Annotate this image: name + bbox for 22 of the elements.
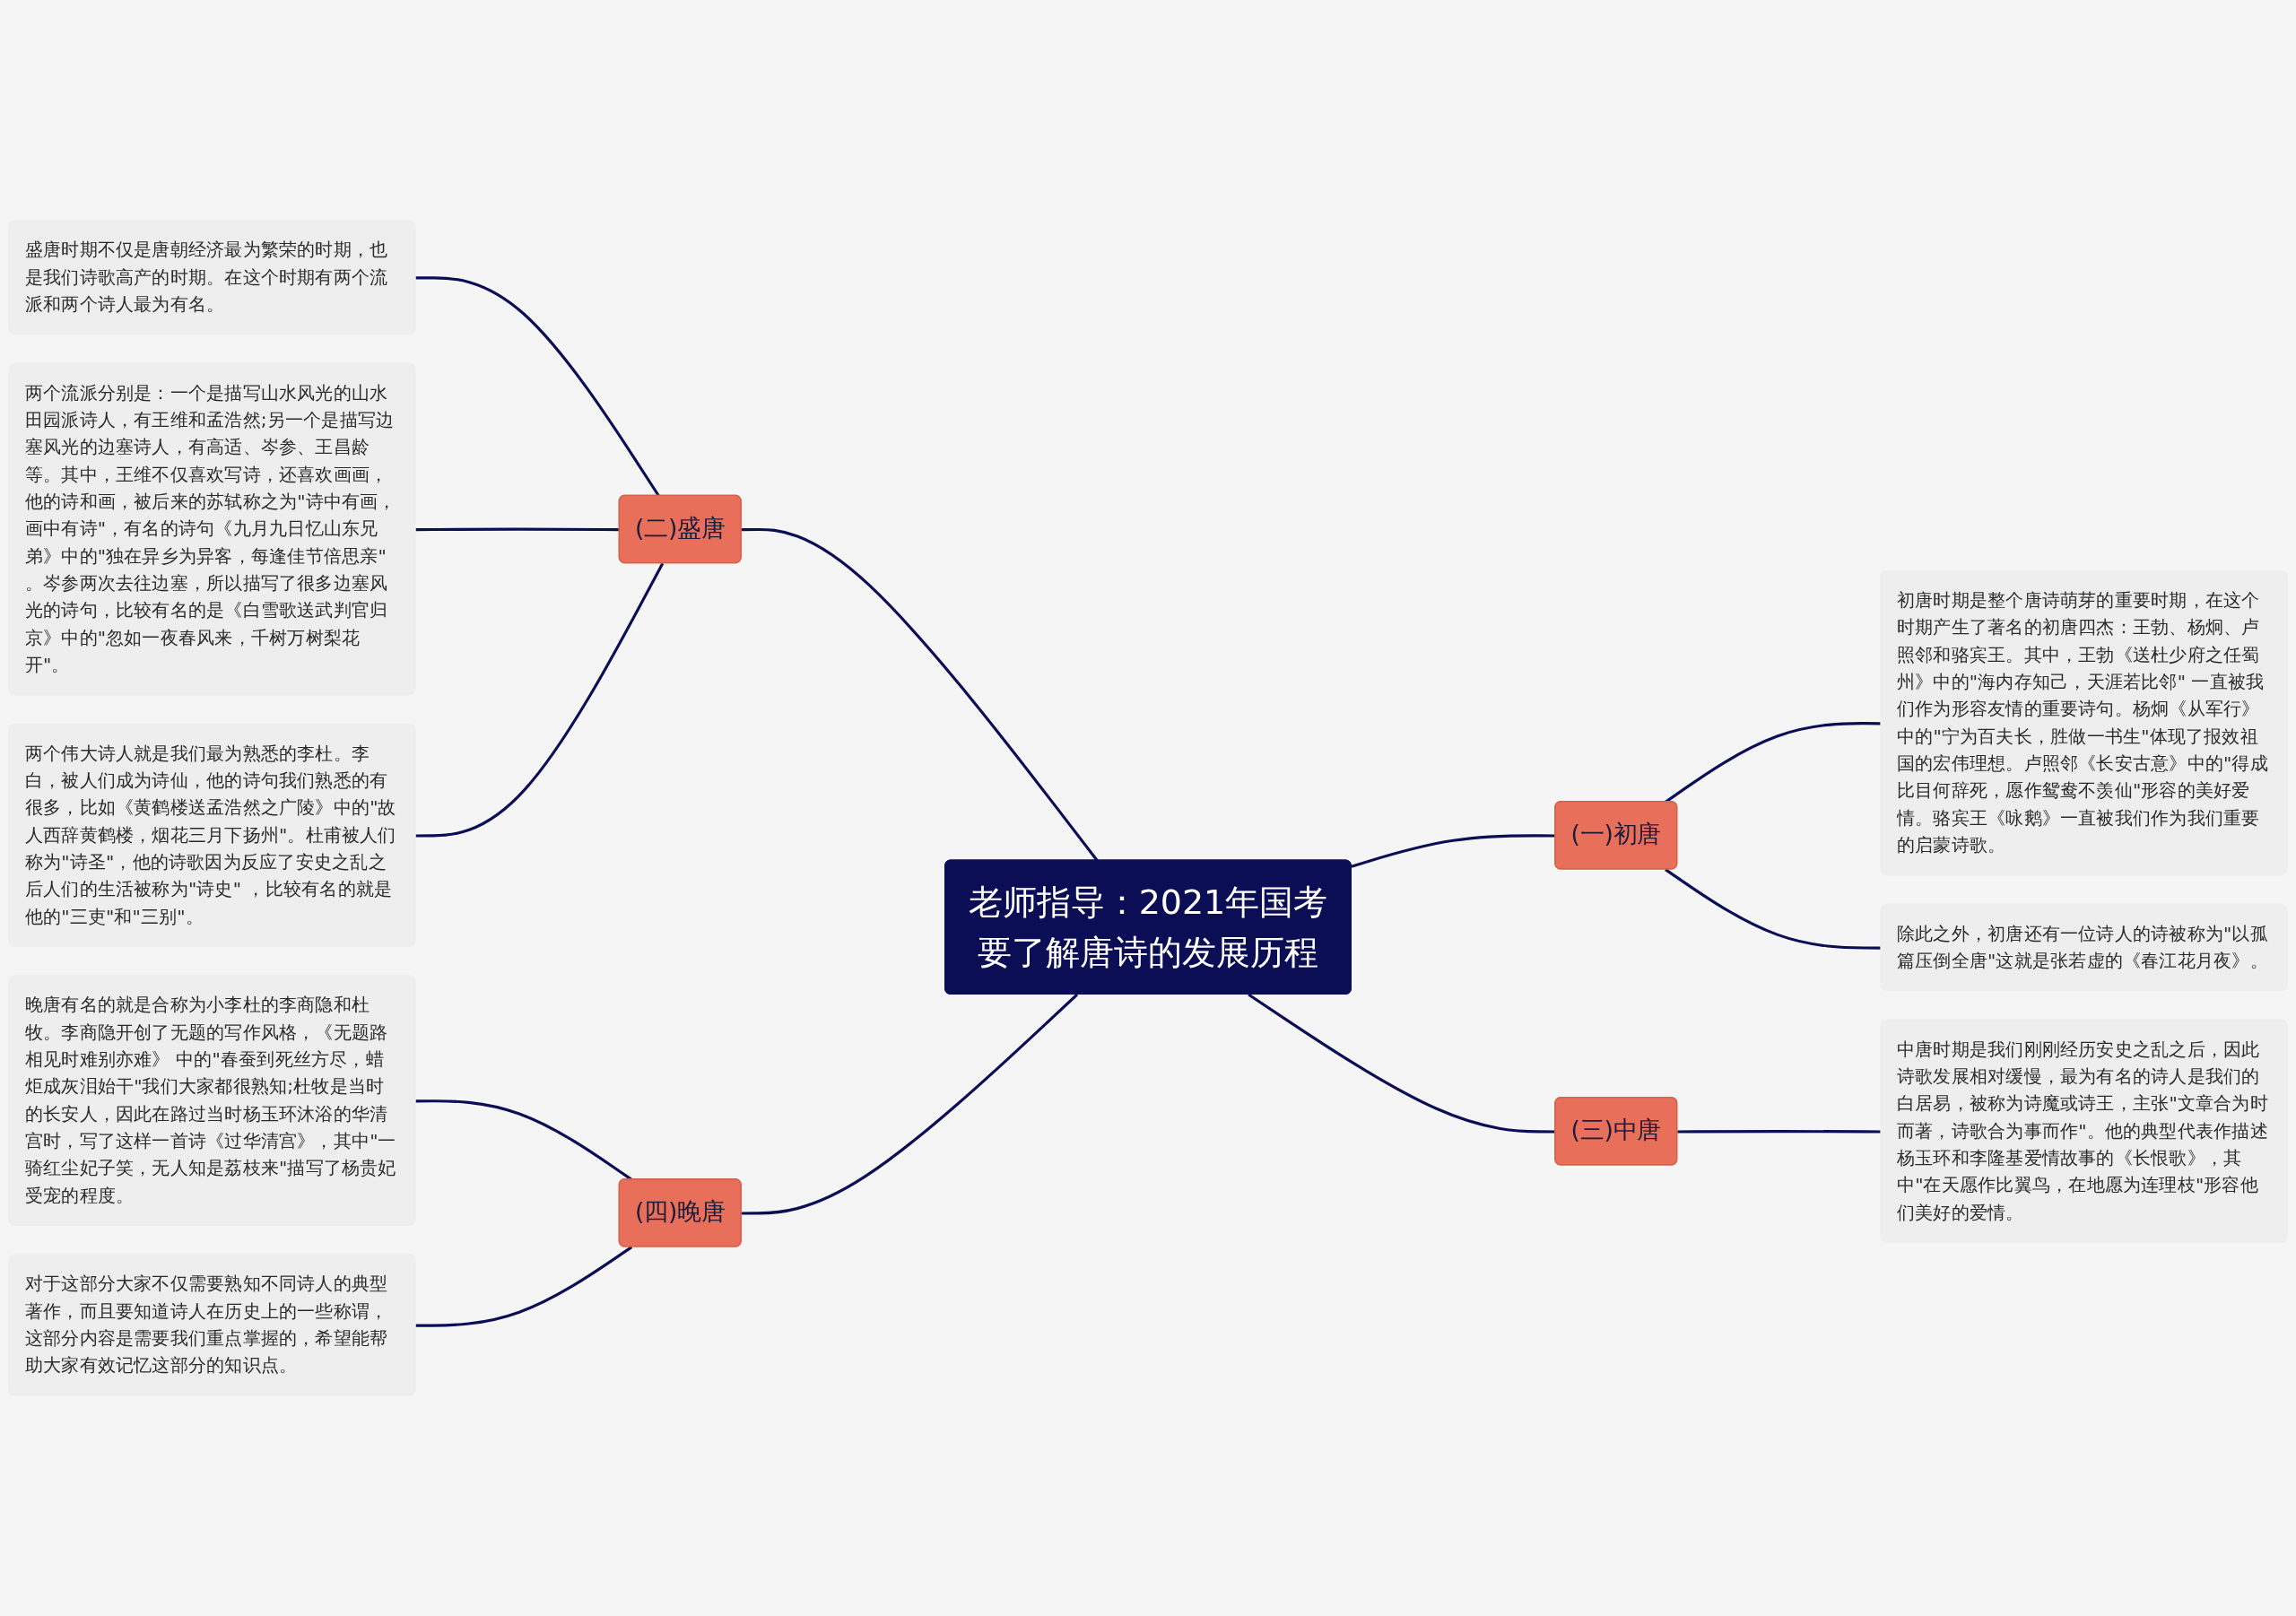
- central-topic-box: 老师指导：2021年国考要了解唐诗的发展历程: [944, 859, 1352, 995]
- connector-line: [1665, 722, 1882, 804]
- note-card: 晚唐有名的就是合称为小李杜的李商隐和杜牧。李商隐开创了无题的写作风格，《无题路相见时难别亦难》 中的"春蚕到死丝方尽，蜡炬成灰泪始干"我们大家都很熟知;杜牧是当时的长安人，因此在路过当时杨玉环沐浴的华清宫时，写了这样一首诗《过华清宫》，其中"一骑红尘妃子笑，无人知是荔枝来"描写了杨贵妃受宠的程度。: [8, 975, 416, 1226]
- connector-line: [1665, 868, 1882, 950]
- note-card: 盛唐时期不仅是唐朝经济最为繁荣的时期，也是我们诗歌高产的时期。在这个时期有两个流派和两个诗人最为有名。: [8, 220, 416, 335]
- branch-topic-box: (四)晚唐: [618, 1178, 742, 1247]
- note-card: 两个流派分别是：一个是描写山水风光的山水田园派诗人，有王维和孟浩然;另一个是描写边塞风光的边塞诗人，有高适、岑参、王昌龄等。其中，王维不仅喜欢写诗，还喜欢画画，他的诗和画，被后来的苏轼称之为"诗中有画，画中有诗"，有名的诗句《九月九日忆山东兄弟》中的"独在异乡为异客，每逢佳节倍思亲" 。岑参两次去往边塞，所以描写了很多边塞风光的诗句，比较有名的是《白雪歌送武判官归京》中的"忽如一夜春风来，千树万树梨花开"。: [8, 362, 416, 696]
- connector-line: [415, 276, 660, 497]
- connector-line: [741, 527, 1099, 862]
- branch-topic-box: (二)盛唐: [618, 494, 742, 564]
- branch-topic-box: (一)初唐: [1554, 801, 1678, 870]
- note-card: 两个伟大诗人就是我们最为熟悉的李杜。李白，被人们成为诗仙，他的诗句我们熟悉的有很多，比如《黄鹤楼送孟浩然之广陵》中的"故人西辞黄鹤楼，烟花三月下扬州"。杜甫被人们称为"诗圣"，他的诗歌因为反应了安史之乱之后人们的生活被称为"诗史" ，比较有名的就是他的"三吏"和"三别"。: [8, 723, 416, 947]
- branch-topic-box: (三)中唐: [1554, 1097, 1678, 1166]
- note-card: 中唐时期是我们刚刚经历安史之乱之后，因此诗歌发展相对缓慢，最为有名的诗人是我们的白居易，被称为诗魔或诗王，主张"文章合为时而著，诗歌合为事而作"。他的典型代表作描述杨玉环和李隆基爱情故事的《长恨歌》，其中"在天愿作比翼鸟，在地愿为连理枝"形容他们美好的爱情。: [1880, 1019, 2288, 1243]
- note-card: 除此之外，初唐还有一位诗人的诗被称为"以孤篇压倒全唐"这就是张若虚的《春江花月夜》。: [1880, 903, 2288, 992]
- connector-line: [415, 527, 620, 532]
- note-card: 对于这部分大家不仅需要熟知不同诗人的典型著作，而且要知道诗人在历史上的一些称谓，这部分内容是需要我们重点掌握的，希望能帮助大家有效记忆这部分的知识点。: [8, 1254, 416, 1396]
- connector-line: [741, 993, 1079, 1215]
- connector-line: [415, 1246, 633, 1327]
- connector-line: [415, 562, 665, 838]
- connector-line: [1677, 1129, 1882, 1134]
- note-card: 初唐时期是整个唐诗萌芽的重要时期，在这个时期产生了著名的初唐四杰：王勃、杨炯、卢照邻和骆宾王。其中，王勃《送杜少府之任蜀州》中的"海内存知己，天涯若比邻" 一直被我们作为形容友情的重要诗句。杨炯《从军行》中的"宁为百夫长，胜做一书生"体现了报效祖国的宏伟理想。卢照邻《长安古意》中的"得成比目何辞死，愿作鸳鸯不羡仙"形容的美好爱情。骆宾王《咏鹅》一直被我们作为我们重要的启蒙诗歌。: [1880, 570, 2288, 876]
